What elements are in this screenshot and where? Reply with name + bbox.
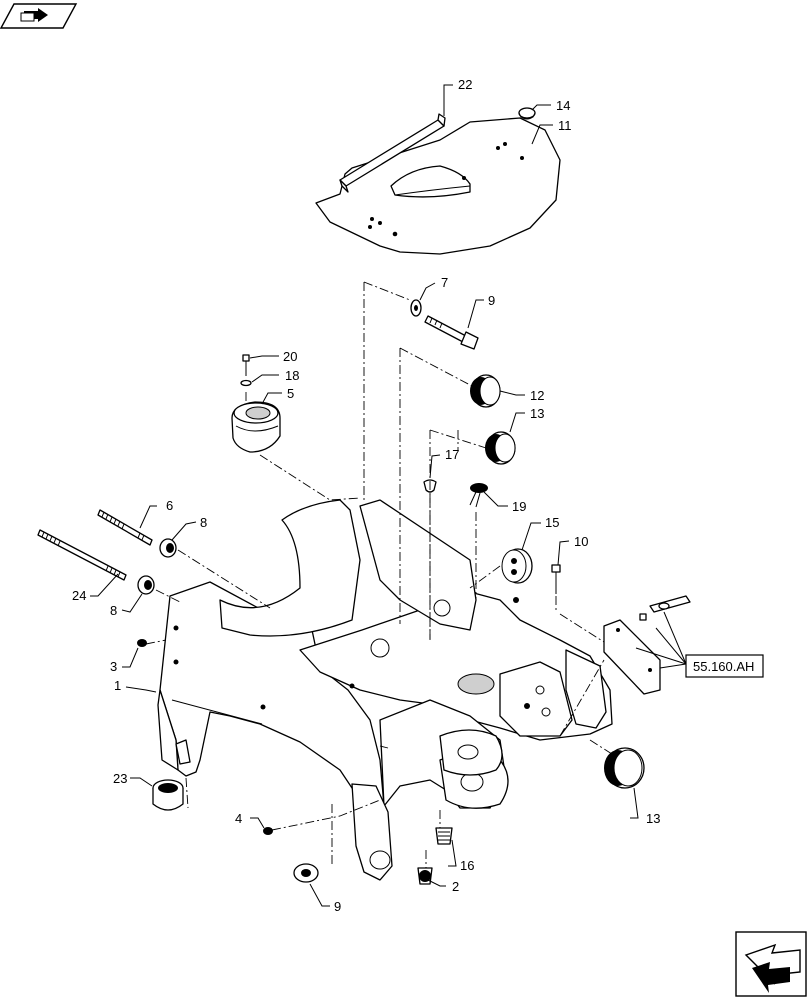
callout-13-upper: 12 [530,388,544,403]
callout-22: 20 [283,349,297,364]
callout-13-lower: 13 [530,406,544,421]
small-washer-part [240,379,252,387]
callout-12: 11 [558,118,572,133]
grommet-part [501,548,533,584]
callout-8-lower: 8 [110,603,117,618]
callout-4: 4 [235,811,242,826]
washer-part [410,299,422,317]
callout-8-upper: 8 [200,515,207,530]
callout-9: 9 [488,293,495,308]
long-stud-part [37,529,127,581]
nut-part [159,538,177,558]
callout-20: 18 [285,368,299,383]
callout-16: 14 [556,98,570,113]
screw-part [242,354,250,376]
plug-part [485,431,516,465]
next-page-arrow-icon[interactable] [0,3,78,29]
small-plug-part [137,639,147,647]
edge-strip-part [339,113,446,193]
front-axle-support-frame-part [157,499,613,881]
floor-plate-part [315,117,561,255]
callout-15: 15 [545,515,559,530]
callout-23: 23 [113,771,127,786]
callout-19: 17 [445,447,459,462]
cover-plate-part [603,595,691,695]
vent-cap-part [469,483,488,508]
callout-labels: 22 14 11 7 9 20 18 5 12 13 17 19 15 10 6… [72,77,660,914]
callout-6: 6 [166,498,173,513]
callout-10: 10 [574,534,588,549]
callout-17: 16 [460,858,474,873]
cap-part [518,107,536,120]
bolt-part [424,315,479,350]
bushing-part [231,401,281,453]
leader-lines [90,84,687,907]
callout-14: 13 [646,811,660,826]
flat-washer-part [293,863,319,883]
callout-18: 22 [458,77,472,92]
callout-3: 3 [110,659,117,674]
small-bolt-part [551,564,561,594]
callout-2: 2 [452,879,459,894]
reference-link-box[interactable]: 55.160.AH [685,654,764,678]
reference-link-text[interactable]: 55.160.AH [693,659,754,674]
callout-5: 5 [287,386,294,401]
small-plug-part [263,827,273,835]
assembly-lines [145,281,613,868]
sleeve-part [152,779,184,811]
callout-24: 24 [72,588,86,603]
previous-page-arrow-icon[interactable] [735,931,807,997]
stud-part [97,509,153,546]
callout-11: 9 [334,899,341,914]
threaded-plug-part [435,827,453,845]
large-plug-part [604,747,645,789]
callout-7: 7 [441,275,448,290]
drain-plug-part [417,867,433,885]
plug-part [470,374,501,408]
callout-1: 1 [114,678,121,693]
nut-part [137,575,155,595]
callout-21: 19 [512,499,526,514]
